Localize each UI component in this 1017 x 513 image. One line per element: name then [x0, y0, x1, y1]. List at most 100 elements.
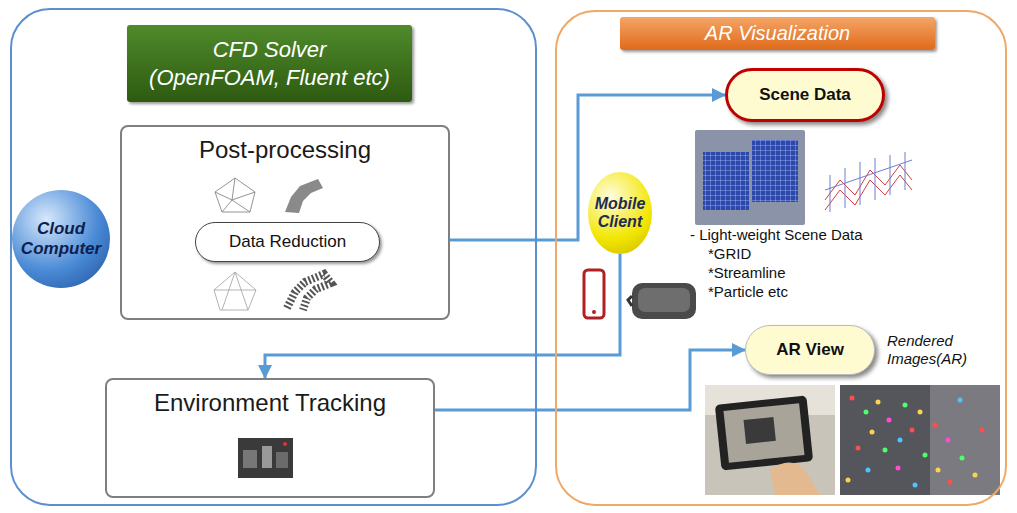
drawing-part [866, 468, 871, 473]
title-wrap: Post-processing [122, 136, 448, 164]
title-bar: AR Visualization [620, 17, 935, 50]
text-wrap: Mobile Client [588, 172, 652, 254]
drawing-part [628, 296, 632, 306]
note-text: *Particle etc [708, 283, 788, 301]
node-title: Environment Tracking [154, 389, 386, 417]
drawing-part [980, 428, 985, 433]
drawing-part [923, 453, 928, 458]
drawing-part [933, 423, 938, 428]
label-box: *GRID [708, 245, 751, 263]
drawing-part [215, 178, 255, 212]
drawing-part [283, 442, 287, 446]
drawing-part [846, 478, 851, 483]
solver-panel: CFD Solver(OpenFOAM, Fluent etc) Cloud Co… [10, 8, 537, 506]
drawing-part [703, 152, 749, 210]
drawing-part [856, 446, 861, 451]
drawing-part [876, 400, 881, 405]
drawing-part [243, 450, 257, 468]
drawing-part [910, 428, 915, 433]
text-wrap: Scene Data [728, 71, 882, 119]
text-wrap: Data Reduction [196, 223, 379, 261]
drawing-part [883, 448, 888, 453]
data-pill: Scene Data [725, 68, 885, 122]
drawing-part [958, 398, 963, 403]
process-box: Environment Tracking [105, 378, 435, 498]
node-title: CFD Solver [213, 36, 327, 64]
drawing-part [238, 438, 293, 478]
flow-arrow [265, 254, 620, 378]
drawing-part [215, 178, 255, 212]
part-icon [285, 179, 323, 213]
node-title: Mobile Client [588, 195, 652, 232]
drawing-part [695, 130, 805, 225]
process-box: Post-processingData Reduction [120, 125, 450, 320]
ar-photo [840, 385, 1000, 495]
drawing-part [744, 417, 776, 444]
drawing-part [705, 385, 835, 495]
node-subtitle: (OpenFOAM, Fluent etc) [149, 64, 390, 92]
drawing-part [715, 395, 813, 470]
node-title: Post-processing [199, 136, 371, 164]
mesh-icon [215, 178, 255, 212]
view-pill: AR View [745, 325, 875, 375]
label-box: *Streamline [708, 264, 786, 282]
drawing-part [887, 418, 892, 423]
drawing-part [960, 456, 965, 461]
phone-icon [584, 270, 604, 318]
drawing-part [898, 438, 903, 443]
drawing-part [592, 310, 596, 314]
node-title: AR Visualization [705, 21, 850, 46]
reduced-part-icon [287, 274, 331, 310]
drawing-part [840, 385, 1000, 495]
drawing-part [936, 468, 941, 473]
text-wrap: Cloud Computer [12, 190, 110, 288]
drawing-part [752, 140, 798, 202]
note-text: Rendered Images(AR) [887, 332, 977, 368]
node-title: AR View [776, 340, 844, 360]
drawing-part [638, 288, 690, 312]
drawing-part [930, 385, 1000, 495]
label-box: - Light-weight Scene Data [690, 226, 863, 244]
drawing-part [918, 410, 923, 415]
label-box: Rendered Images(AR) [887, 332, 977, 368]
process-pill: Data Reduction [195, 222, 380, 262]
drawing-part [276, 452, 288, 468]
drawing-part [752, 140, 798, 202]
headset-icon [628, 283, 696, 319]
label-box: *Particle etc [708, 283, 788, 301]
drawing-part [946, 438, 951, 443]
drawing-part [584, 270, 604, 318]
drawing-part [703, 152, 749, 210]
drawing-part [948, 480, 953, 485]
drawing-part [723, 403, 804, 463]
drawing-part [870, 430, 875, 435]
note-text: *Streamline [708, 264, 786, 282]
ar-panel: AR VisualizationScene DataMobile ClientA… [555, 10, 1007, 506]
drawing-part [820, 140, 915, 220]
reduced-mesh-icon [214, 272, 256, 310]
drawing-part [825, 160, 912, 190]
drawing-part [632, 283, 696, 319]
note-text: - Light-weight Scene Data [690, 226, 863, 244]
text-wrap: AR View [746, 326, 874, 374]
flow-arrow [435, 350, 745, 410]
drawing-part [850, 396, 855, 401]
drawing-part [913, 483, 918, 488]
drawing-part [830, 152, 905, 212]
drawing-part [214, 272, 256, 310]
drawing-part [973, 473, 978, 478]
title-wrap: Environment Tracking [107, 389, 433, 417]
drawing-part [903, 403, 908, 408]
scene-image [820, 140, 915, 220]
drawing-part [896, 466, 901, 471]
drawing-part [770, 463, 820, 496]
node-title: Cloud Computer [12, 219, 110, 258]
drawing-part [214, 272, 256, 310]
node-title: Data Reduction [229, 232, 346, 252]
drawing-part [864, 410, 869, 415]
cloud-circle: Cloud Computer [12, 190, 110, 288]
drawing-part [262, 446, 272, 468]
title-bar: CFD Solver(OpenFOAM, Fluent etc) [127, 25, 412, 102]
node-title: Scene Data [759, 85, 851, 105]
client-circle: Mobile Client [588, 172, 652, 254]
